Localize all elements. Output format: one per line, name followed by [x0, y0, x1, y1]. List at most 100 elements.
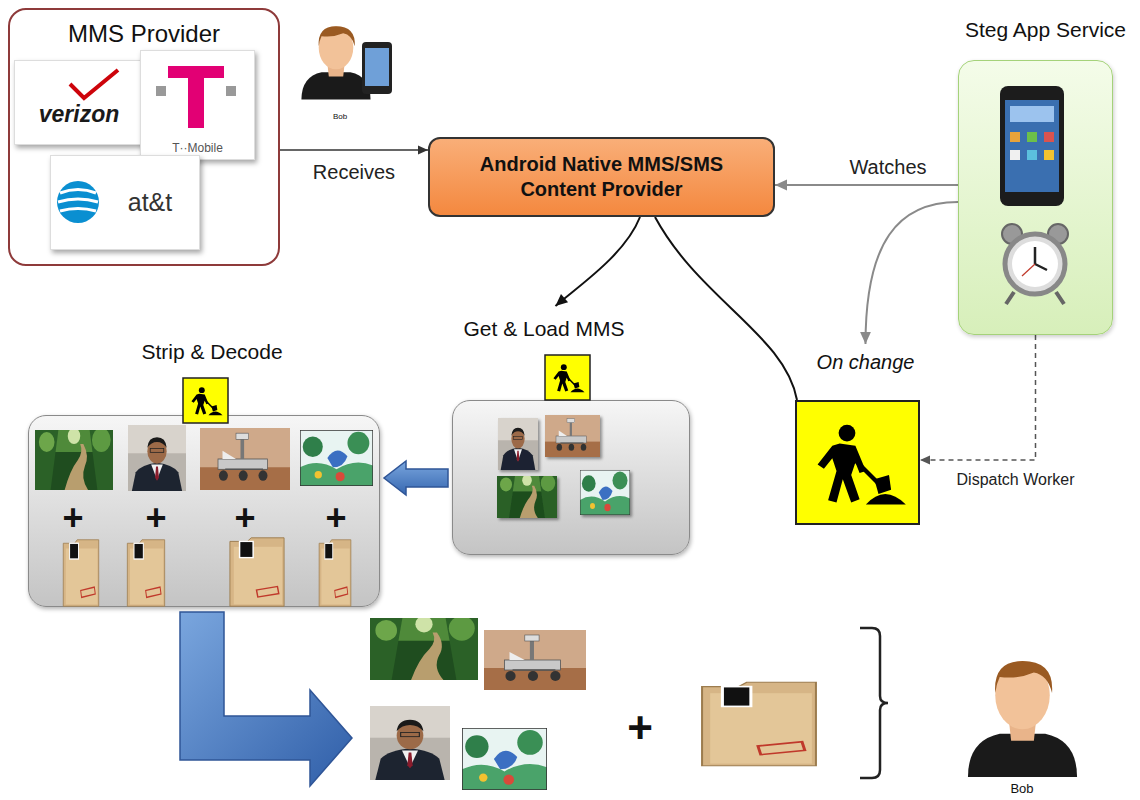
output-arrow	[180, 612, 352, 786]
edge-label: Watches	[847, 155, 928, 179]
hidden-payloads	[319, 540, 351, 607]
connector-line	[775, 184, 958, 186]
hidden-payloads	[230, 538, 284, 606]
provider-group: MMS ProviderverizonT··Mobileat&t	[8, 8, 280, 266]
recovered-pictures	[370, 616, 478, 680]
worker-icon	[818, 425, 906, 505]
att-globe	[57, 181, 99, 223]
node-heading: Get & Load MMS	[463, 316, 624, 341]
carrier-pictures	[128, 425, 186, 491]
alarm-clock	[1022, 264, 1035, 276]
tmobile-mark	[156, 86, 166, 96]
node-label: verizon	[39, 101, 120, 128]
connector-line	[920, 335, 1036, 460]
block-arrow	[384, 461, 448, 495]
hidden-payloads	[63, 540, 98, 607]
service-box: Steg App Service	[958, 60, 1113, 335]
mms-pictures	[498, 418, 538, 470]
phone-icon	[1044, 150, 1054, 160]
recovered-payload	[702, 682, 816, 766]
person-name: Bob	[333, 113, 347, 121]
recovered-pictures	[462, 728, 547, 790]
plus-sign: +	[325, 500, 346, 536]
person-avatar	[301, 26, 370, 99]
worker-icon	[818, 425, 906, 505]
alarm-clock	[1006, 292, 1064, 304]
connector-line	[555, 217, 640, 306]
person-avatar	[301, 26, 392, 99]
alarm-clock	[1002, 224, 1022, 244]
worker-icon	[183, 378, 228, 423]
mms-pictures	[545, 415, 600, 457]
worker-icon	[545, 355, 590, 400]
connector	[920, 335, 1036, 465]
connector-line	[655, 217, 797, 400]
plus-sign: +	[627, 706, 653, 750]
connector	[384, 461, 448, 495]
tmobile-mark	[188, 78, 204, 128]
arrow-head	[920, 456, 930, 465]
att-globe	[57, 181, 99, 223]
worker-icon	[545, 355, 590, 400]
tmobile-mark	[156, 66, 236, 128]
plus-sign: +	[62, 500, 83, 536]
phone-icon	[1010, 132, 1020, 142]
connector-line	[280, 149, 428, 151]
verizon-check	[70, 70, 118, 98]
mms-pictures	[497, 475, 557, 518]
content-provider-box: Android Native MMS/SMS Content Provider	[428, 137, 775, 217]
tmobile-mark	[226, 86, 236, 96]
node-label: T··Mobile	[172, 141, 223, 155]
arrow-head	[418, 146, 428, 155]
phone-icon	[1010, 150, 1020, 160]
carrier-pictures	[35, 428, 113, 490]
phone-icon	[1000, 86, 1064, 206]
att-globe	[60, 190, 96, 194]
carrier-pictures	[35, 425, 373, 491]
process-box: Get & Load MMS	[452, 400, 690, 555]
arrow-head	[860, 332, 871, 344]
alarm-clock	[1048, 224, 1068, 244]
plus-sign: +	[234, 500, 255, 536]
phone-icon	[1044, 132, 1054, 142]
person-name: Bob	[1010, 782, 1033, 795]
arrow-head	[555, 294, 568, 306]
person-avatar	[362, 42, 392, 94]
connector	[655, 217, 797, 400]
node-heading: Strip & Decode	[141, 339, 282, 364]
carrier-logo: verizon	[14, 60, 144, 145]
connector	[280, 146, 428, 155]
att-globe	[60, 209, 96, 212]
tmobile-mark	[168, 66, 224, 78]
worker-icon	[553, 364, 584, 392]
alarm-clock	[1035, 247, 1047, 270]
hidden-payloads	[63, 538, 351, 606]
phone-icon	[1005, 100, 1059, 192]
bracket	[860, 628, 888, 778]
worker-box: On change	[795, 400, 920, 525]
mms-pictures	[580, 470, 630, 515]
mms-pictures	[497, 415, 630, 518]
recovered-payload	[702, 682, 816, 766]
node-heading: On change	[817, 350, 915, 374]
carrier-pictures	[200, 428, 290, 490]
person-avatar	[968, 661, 1077, 777]
arrow-head	[775, 180, 787, 191]
carrier-logo: T··Mobile	[140, 50, 255, 160]
recovered-pictures	[484, 630, 586, 690]
node-label: Android Native MMS/SMS Content Provider	[471, 152, 733, 202]
alarm-clock	[1012, 241, 1058, 287]
connector-line	[866, 202, 959, 344]
alarm-clock	[1002, 224, 1068, 304]
connector	[775, 180, 958, 191]
phone-icon	[1000, 86, 1064, 206]
person-avatar	[365, 48, 389, 86]
connector	[860, 202, 958, 344]
att-globe	[58, 199, 98, 202]
phone-icon	[1027, 132, 1037, 142]
plus-sign: +	[145, 500, 166, 536]
phone-icon	[1027, 150, 1037, 160]
node-label: at&t	[128, 188, 172, 217]
